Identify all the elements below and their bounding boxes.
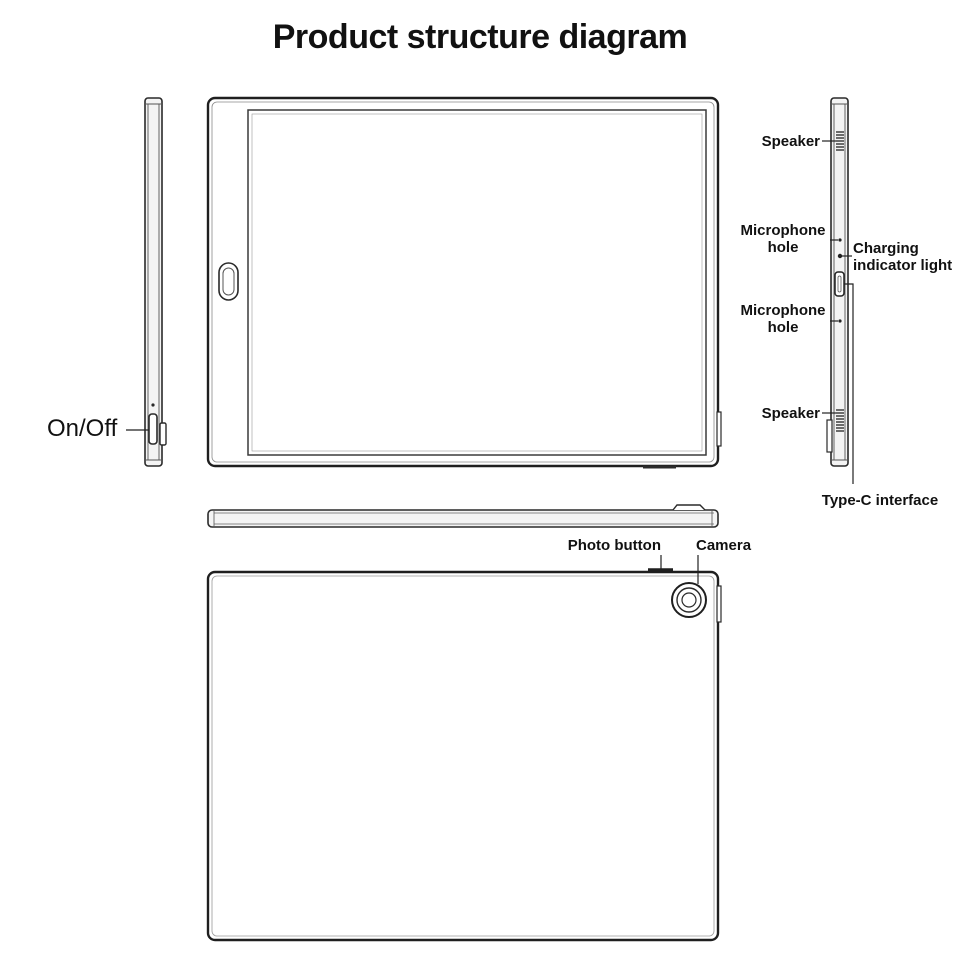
photo-button-label: Photo button (567, 537, 661, 554)
back-view (206, 568, 722, 942)
camera-label: Camera (696, 537, 752, 554)
left-side-view (144, 97, 167, 467)
speaker-bottom-label: Speaker (761, 405, 820, 422)
microphone-hole-bottom-marker (838, 319, 842, 323)
charging-light-marker (837, 253, 843, 259)
camera-lens (671, 582, 707, 618)
front-view (206, 96, 722, 469)
speaker-grille-top (836, 131, 844, 151)
right-side-view (826, 97, 849, 467)
microphone-hole-top-marker (838, 238, 842, 242)
page-title: Product structure diagram (272, 18, 688, 56)
screen (247, 109, 707, 456)
microphone-hole-bottom-label: Microphone hole (740, 302, 826, 336)
on-off-label: On/Off (47, 415, 118, 442)
home-button (218, 262, 239, 301)
microphone-hole-top-label: Microphone hole (740, 222, 826, 256)
top-edge-view (207, 504, 719, 528)
speaker-grille-bottom (836, 409, 844, 432)
charging-indicator-light-label: Charging indicator light (853, 240, 953, 274)
on-off-button (148, 413, 158, 445)
right-leader-lines (822, 140, 854, 484)
type-c-interface-label: Type-C interface (821, 492, 939, 509)
speaker-top-label: Speaker (761, 133, 820, 150)
back-leader-lines (660, 555, 699, 584)
